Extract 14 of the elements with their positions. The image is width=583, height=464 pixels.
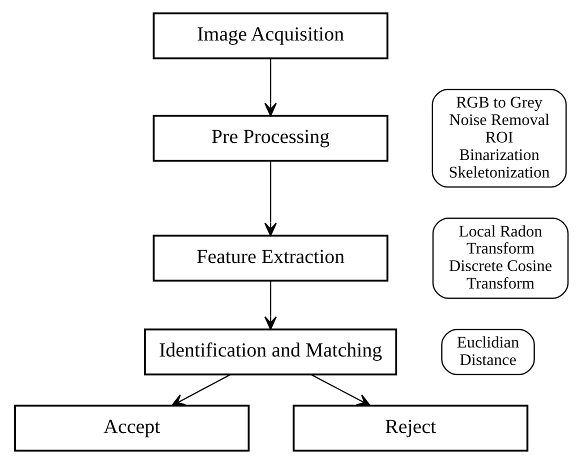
node-box: Image Acquisition bbox=[152, 12, 388, 60]
node-box: Accept bbox=[14, 404, 250, 452]
node-box: Local Radon Transform Discrete Cosine Transform bbox=[432, 218, 569, 299]
node-box: Pre Processing bbox=[152, 114, 388, 162]
node-box: RGB to Grey Noise Removal ROI Binarization Skeletonization bbox=[432, 88, 567, 188]
arrow bbox=[264, 161, 277, 236]
arrow bbox=[264, 58, 277, 116]
node-box: Feature Extraction bbox=[152, 234, 388, 282]
arrow bbox=[310, 374, 371, 406]
arrow bbox=[264, 281, 277, 330]
node-box: Euclidian Distance bbox=[441, 328, 535, 376]
node-box: Identification and Matching bbox=[144, 328, 398, 376]
arrow bbox=[171, 374, 231, 406]
node-box: Reject bbox=[292, 404, 528, 452]
